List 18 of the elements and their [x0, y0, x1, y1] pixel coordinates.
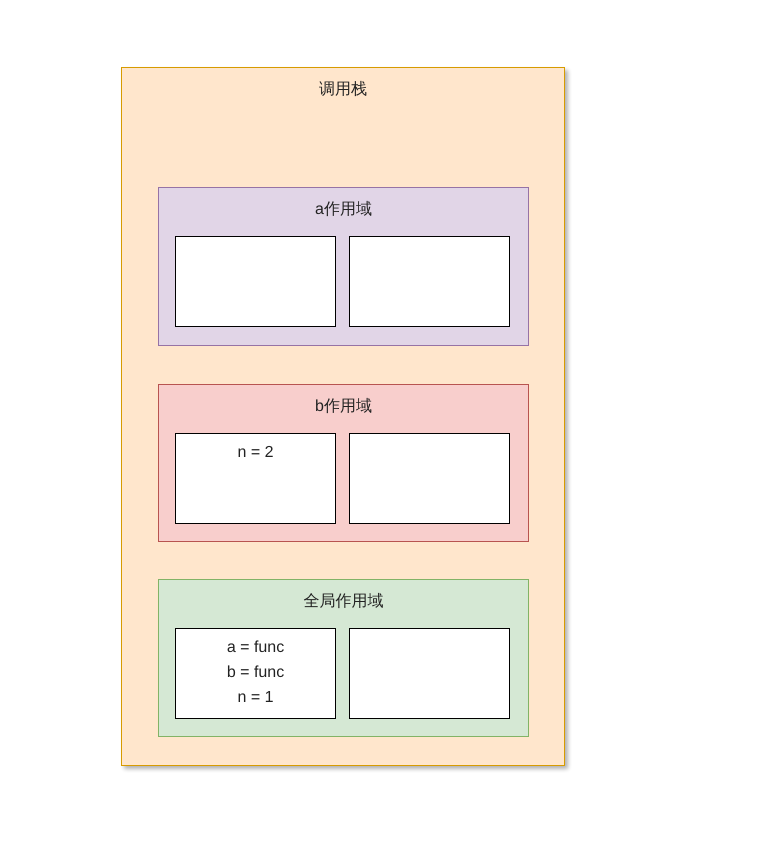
panel-title: 全局作用域 — [302, 592, 384, 612]
call-stack-panel — [121, 67, 565, 766]
scope-panel — [158, 384, 529, 542]
variable-text: b = func — [226, 663, 284, 683]
panel-title: 调用栈 — [318, 80, 368, 100]
variable-text: n = 2 — [237, 443, 274, 463]
scope-panel — [158, 187, 529, 346]
scope-panel — [158, 579, 529, 737]
variable-box — [175, 236, 336, 327]
variable-text: a = func — [226, 638, 284, 658]
variable-box — [349, 236, 510, 327]
variable-box — [349, 433, 510, 524]
variable-text: n = 1 — [237, 688, 274, 708]
panel-title: b作用域 — [314, 396, 373, 417]
variable-box — [175, 433, 336, 524]
variable-box — [175, 628, 336, 719]
panel-title: a作用域 — [314, 200, 373, 220]
variable-box — [349, 628, 510, 719]
